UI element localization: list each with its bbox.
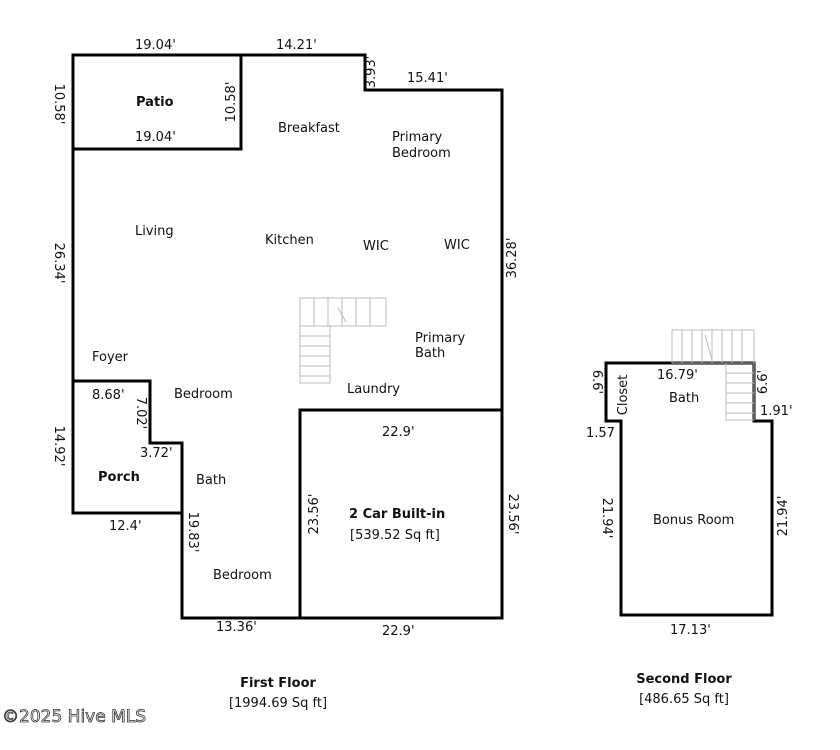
room-garage: 2 Car Built-in	[349, 507, 445, 522]
second-floor-title: Second Floor	[636, 672, 732, 687]
dim-label: 8.68'	[92, 388, 125, 403]
room-breakfast: Breakfast	[278, 121, 340, 136]
room-patio: Patio	[136, 95, 174, 110]
garage-walls	[298, 408, 502, 618]
dim-label: 23.56'	[307, 494, 322, 535]
room-bedroom: Bedroom	[213, 568, 272, 583]
dim-label: 6.6'	[589, 370, 604, 394]
room-porch: Porch	[98, 470, 140, 485]
dim-label: 13.36'	[216, 620, 257, 635]
dim-label: 17.13'	[670, 623, 711, 638]
room-primary-bath: Bath	[415, 346, 445, 361]
watermark: ©2025 Hive MLS	[2, 707, 146, 727]
stairs-icon	[671, 329, 755, 421]
second-floor-area: [486.65 Sq ft]	[639, 692, 729, 707]
dim-label: 1.91'	[760, 404, 793, 419]
dim-label: 23.56'	[505, 494, 520, 535]
room-kitchen: Kitchen	[265, 233, 314, 248]
dim-label: 7.02'	[133, 397, 148, 430]
first-floor-title: First Floor	[240, 676, 316, 691]
room-bath: Bath	[669, 391, 699, 406]
dim-label: 10.58'	[224, 82, 239, 123]
dim-label: 16.79'	[657, 368, 698, 383]
dim-label: 21.94'	[776, 496, 791, 537]
dim-label: 19.83'	[185, 512, 200, 553]
room-bedroom: Bedroom	[174, 387, 233, 402]
room-bath: Bath	[196, 473, 226, 488]
porch-walls	[73, 379, 184, 513]
room-primary-bath: Primary	[415, 331, 466, 346]
dim-label: 3.72'	[140, 446, 173, 461]
first-floor-outline	[71, 53, 504, 620]
dim-label: 26.34'	[51, 243, 66, 284]
room-bonus: Bonus Room	[653, 513, 734, 528]
room-wic: WIC	[444, 238, 470, 253]
stairs-icon	[299, 297, 387, 384]
dim-label: 3.93'	[364, 56, 379, 89]
room-laundry: Laundry	[347, 382, 400, 397]
dim-label: 15.41'	[407, 71, 448, 86]
dim-label: 1.57	[586, 426, 615, 441]
patio-walls	[73, 55, 243, 151]
dim-label: 19.04'	[135, 130, 176, 145]
dim-label: 14.21'	[276, 38, 317, 53]
room-primary-bedroom: Primary	[392, 130, 443, 145]
room-closet: Closet	[616, 375, 631, 416]
dim-label: 10.58'	[51, 84, 66, 125]
dim-label: 22.9'	[382, 624, 415, 639]
dim-label: 14.92'	[51, 426, 66, 467]
room-foyer: Foyer	[92, 350, 129, 365]
first-floor-area: [1994.69 Sq ft]	[229, 696, 327, 711]
room-living: Living	[135, 224, 174, 239]
dim-label: 21.94'	[599, 498, 614, 539]
room-primary-bedroom: Bedroom	[392, 146, 451, 161]
dim-label: 22.9'	[382, 425, 415, 440]
dim-label: 36.28'	[505, 238, 520, 279]
dim-label: 6.6'	[756, 370, 771, 394]
dim-label: 12.4'	[109, 519, 142, 534]
garage-area: [539.52 Sq ft]	[350, 528, 440, 543]
room-wic: WIC	[363, 239, 389, 254]
dim-label: 19.04'	[135, 38, 176, 53]
